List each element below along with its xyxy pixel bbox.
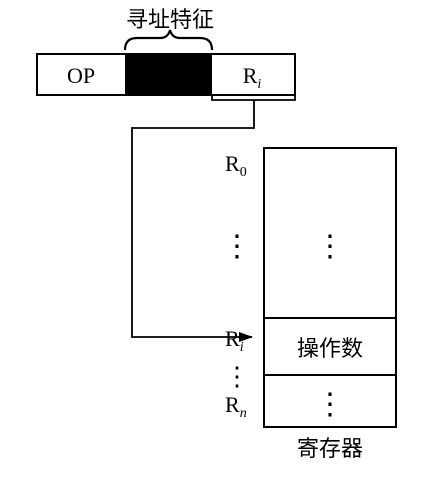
operand-cell-label: 操作数: [297, 337, 363, 362]
register-label-rn: Rn: [225, 392, 247, 421]
addressing-mode-field: [125, 54, 212, 95]
register-label-r0: R0: [225, 151, 247, 180]
register-lower-ellipsis: ⋮: [315, 388, 345, 421]
register-file: 操作数 ⋮ ⋮ 寄存器: [263, 147, 397, 462]
register-label-ri: Ri: [225, 326, 244, 355]
register-file-title: 寄存器: [297, 437, 363, 462]
register-upper-ellipsis: ⋮: [315, 230, 345, 263]
register-field-label: Ri: [243, 63, 262, 92]
register-label-ellipsis-lower: ⋮: [224, 362, 250, 391]
instruction-format: OP Ri: [36, 53, 296, 96]
addressing-feature-brace: [123, 29, 214, 51]
register-labels: R0 ⋮ Ri ⋮ Rn: [222, 151, 252, 421]
opcode-field-label: OP: [67, 63, 95, 88]
register-label-ellipsis-upper: ⋮: [222, 230, 252, 263]
pointer-arrow: [131, 100, 255, 342]
register-file-box: [263, 147, 397, 428]
addressing-feature-label: 寻址特征: [126, 8, 214, 33]
